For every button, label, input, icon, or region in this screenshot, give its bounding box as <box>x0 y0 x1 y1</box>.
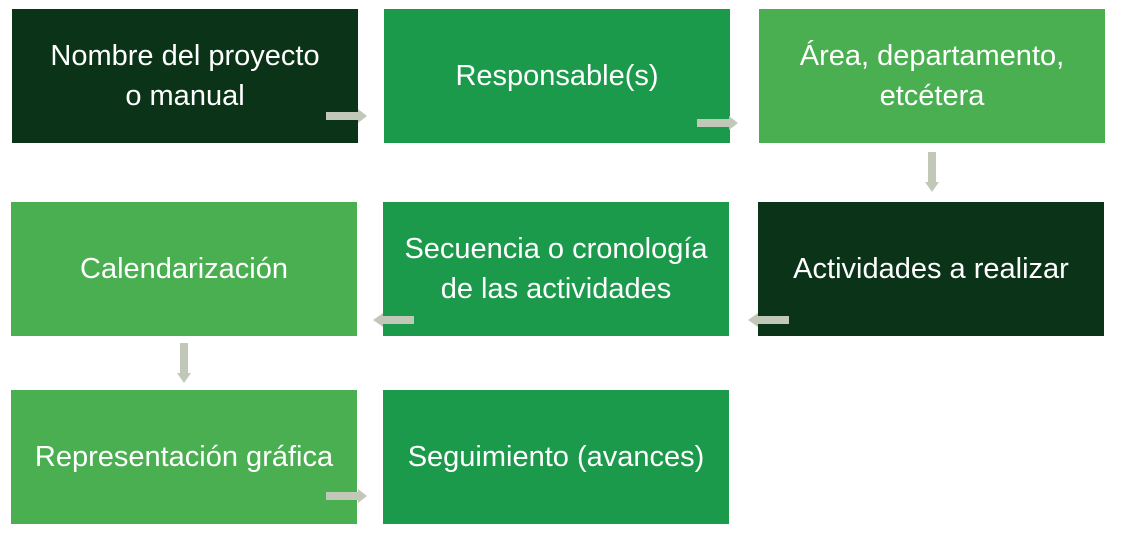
step-seguimiento: Seguimiento (avances) <box>383 390 729 524</box>
step-label: Nombre del proyecto o manual <box>50 40 320 112</box>
arrow-right-icon <box>326 109 367 123</box>
step-label: Calendarización <box>80 253 288 285</box>
arrow-left-icon <box>748 313 789 327</box>
step-label: Representación gráfica <box>34 441 334 473</box>
arrow-right-icon <box>326 489 367 503</box>
step-nombre-del-proyecto: Nombre del proyecto o manual <box>12 9 358 143</box>
step-label: Área, departamento, etcétera <box>799 40 1065 112</box>
step-calendarizacion: Calendarización <box>11 202 357 336</box>
step-area-departamento: Área, departamento, etcétera <box>759 9 1105 143</box>
step-representacion-grafica: Representación gráfica <box>11 390 357 524</box>
step-secuencia-cronologia: Secuencia o cronología de las actividade… <box>383 202 729 336</box>
arrow-down-icon <box>925 152 939 192</box>
step-actividades-a-realizar: Actividades a realizar <box>758 202 1104 336</box>
step-responsables: Responsable(s) <box>384 9 730 143</box>
step-label: Responsable(s) <box>455 60 659 92</box>
arrow-down-icon <box>177 343 191 383</box>
step-label: Actividades a realizar <box>793 253 1069 285</box>
arrow-left-icon <box>373 313 414 327</box>
step-label: Seguimiento (avances) <box>407 441 705 473</box>
step-label: Secuencia o cronología de las actividade… <box>404 233 708 305</box>
arrow-right-icon <box>697 116 738 130</box>
